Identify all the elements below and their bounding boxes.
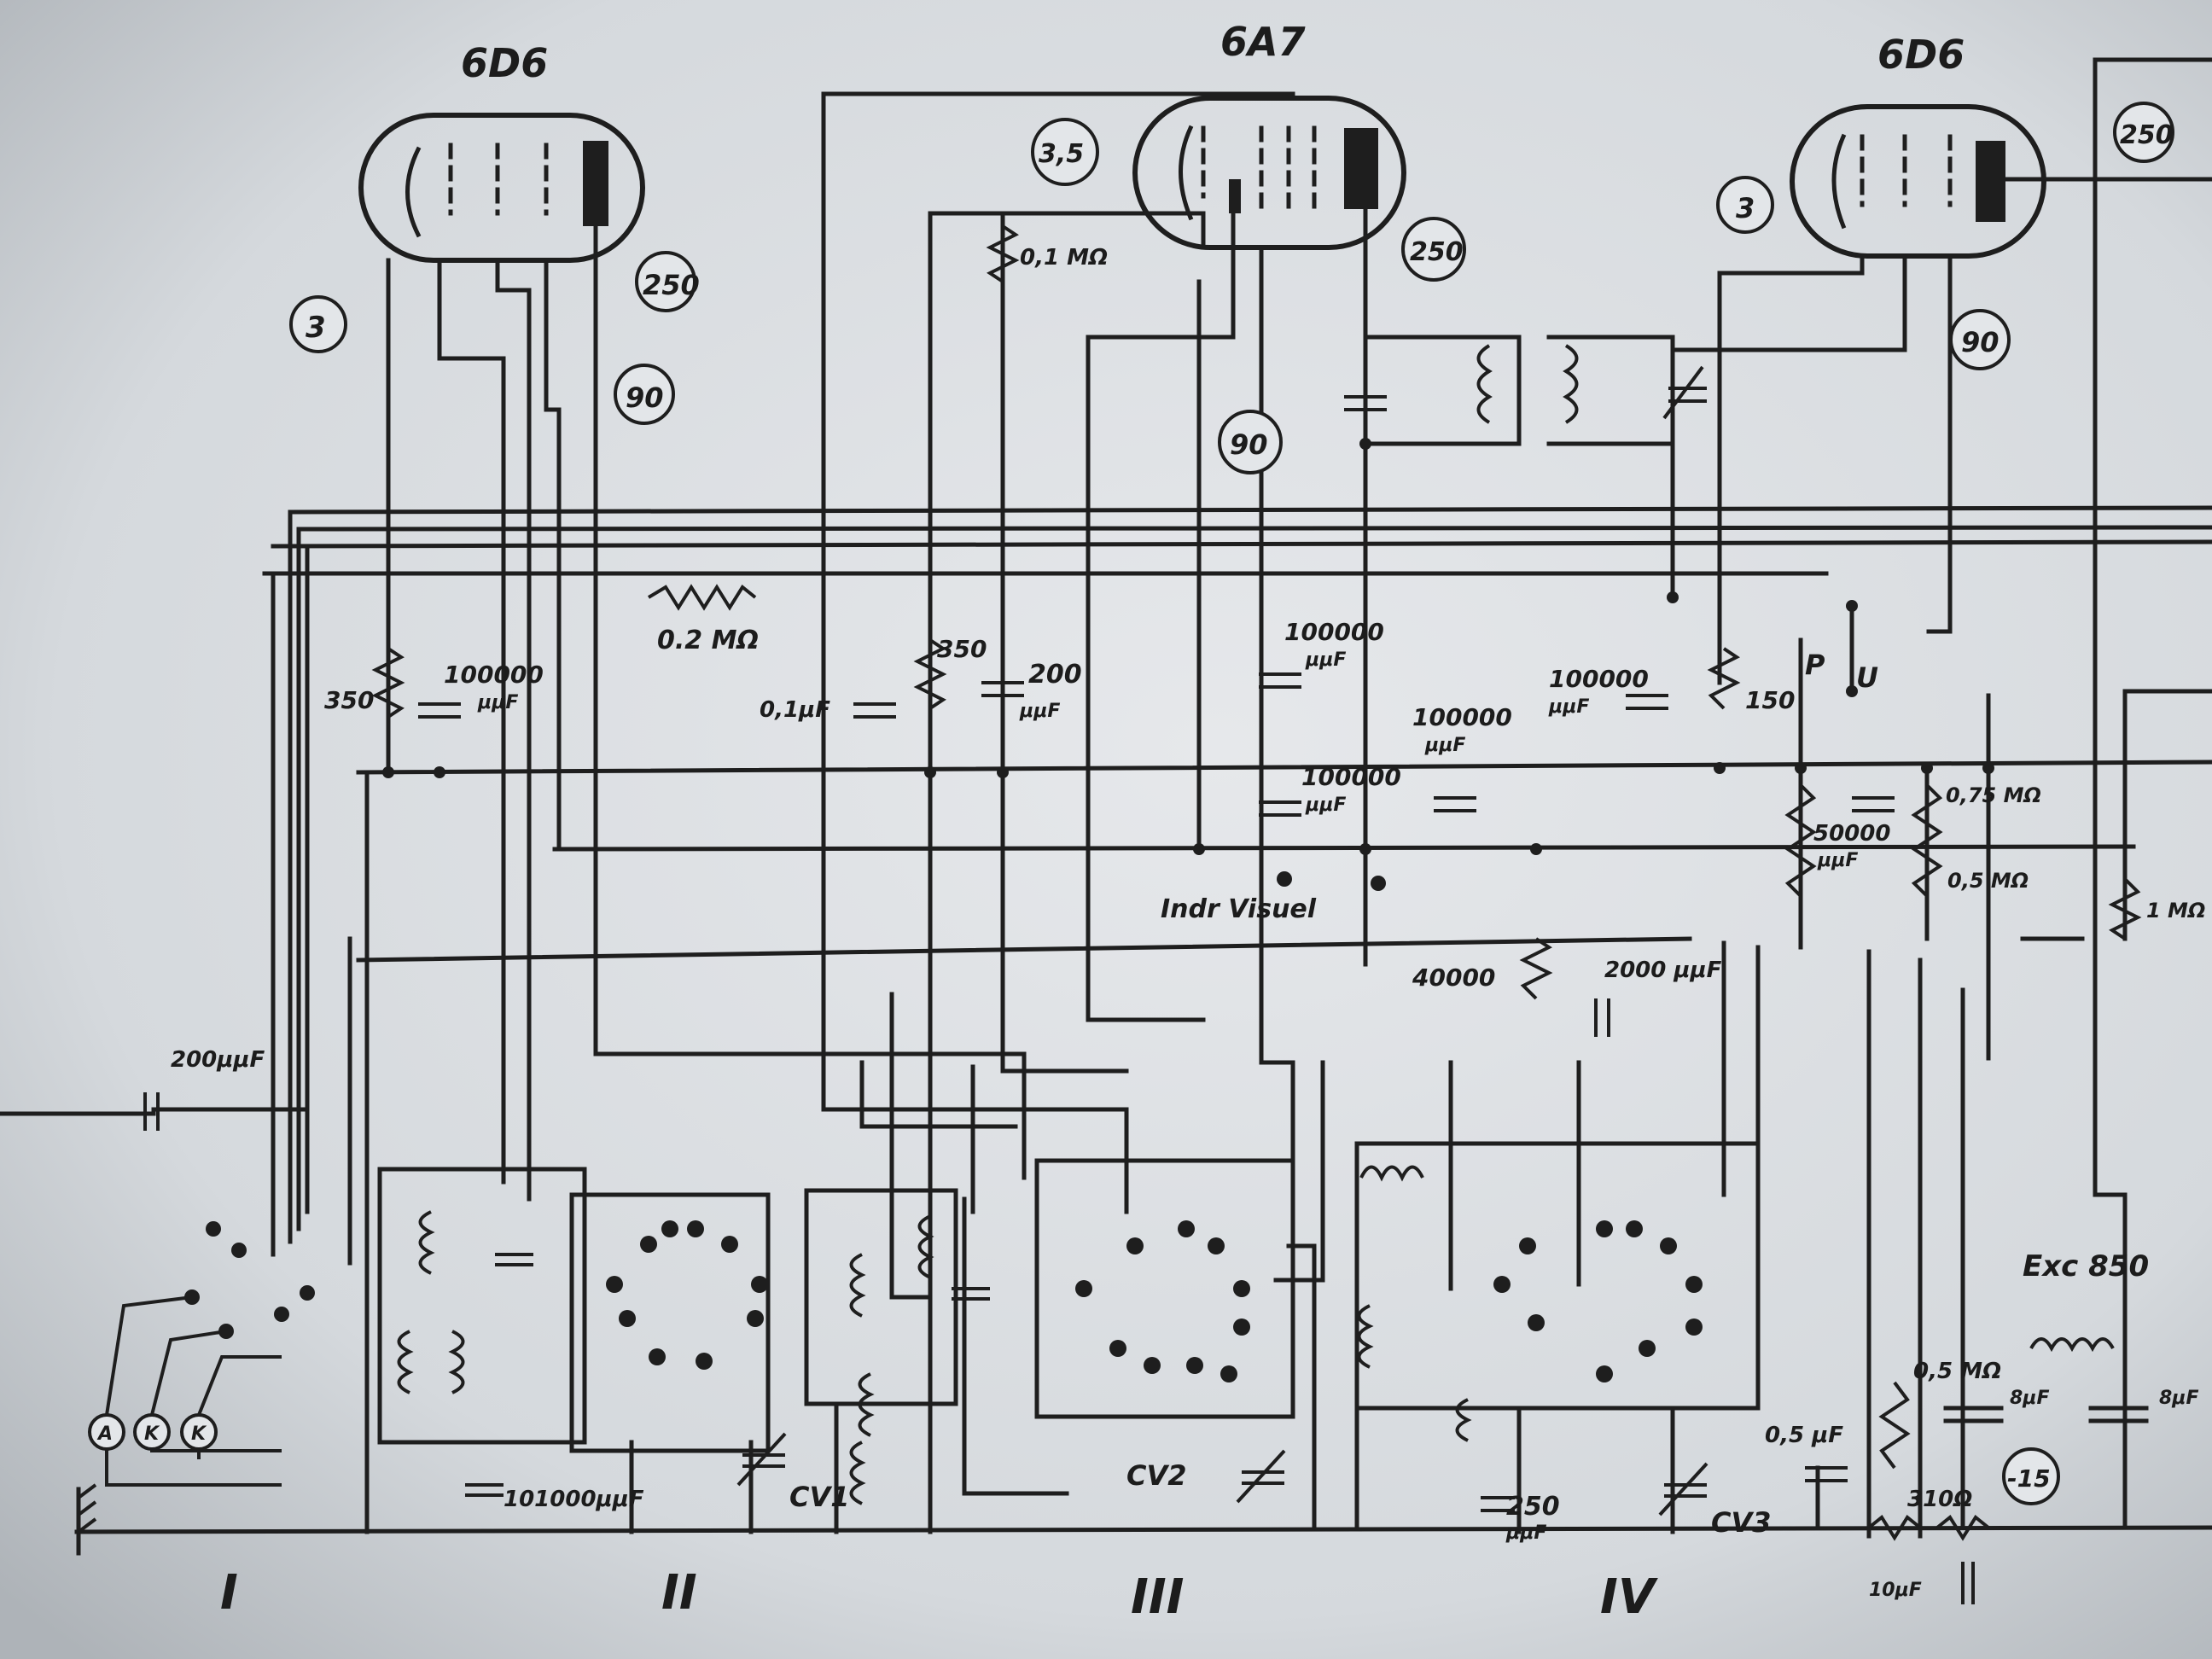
label-c-2000: 2000 μμF	[1604, 958, 1722, 983]
label-r-310: 310Ω	[1907, 1487, 1972, 1512]
label-c-100000-b: 100000	[1284, 618, 1384, 646]
section-ii: II	[661, 1565, 697, 1621]
label-r-40000: 40000	[1412, 963, 1495, 992]
variable-capacitors	[495, 365, 1708, 1516]
voltage-markers	[289, 102, 2174, 1505]
voltage-3-right: 3	[1736, 192, 1755, 224]
label-r-350-b: 350	[937, 635, 987, 663]
label-c-unit-a: μμF	[477, 692, 518, 713]
label-c-100000-a: 100000	[444, 661, 544, 689]
voltage-3-5-center: 3,5	[1039, 139, 1084, 169]
section-numerals: I II III IV	[220, 1565, 1659, 1625]
label-c-unit-d: μμF	[1305, 795, 1346, 816]
label-cv1: CV1	[789, 1481, 850, 1513]
junction-dots	[382, 438, 1994, 891]
label-c-unit-f: μμF	[1548, 696, 1589, 718]
label-r-150: 150	[1745, 686, 1795, 714]
tube-label-6d6-right: 6D6	[1877, 32, 1965, 78]
voltage-minus-15: -15	[2007, 1464, 2051, 1493]
label-c-unit-e: μμF	[1424, 735, 1465, 756]
tube-label-6d6-left: 6D6	[461, 40, 548, 86]
tube-6d6-left	[358, 113, 645, 263]
label-c-50000: 50000	[1813, 821, 1890, 847]
label-r-0-1m: 0,1 MΩ	[1020, 245, 1108, 271]
antenna-terminals	[88, 1295, 282, 1487]
label-c-unit-b: μμF	[1019, 701, 1060, 722]
label-pu-p: P	[1805, 649, 1825, 681]
section-iv: IV	[1600, 1569, 1659, 1625]
band-switches	[184, 1220, 1703, 1382]
voltage-90-left: 90	[626, 381, 664, 414]
tube-label-6a7: 6A7	[1220, 19, 1306, 65]
voltage-90-right: 90	[1961, 326, 2000, 358]
terminal-label-k2: K	[191, 1423, 207, 1445]
label-r-0-5m-a: 0,5 MΩ	[1947, 869, 2029, 893]
label-cv3: CV3	[1711, 1506, 1772, 1539]
voltage-3-left: 3	[306, 311, 326, 345]
label-exc-850: Exc 850	[2023, 1249, 2149, 1284]
capacitors	[143, 395, 2149, 1604]
label-c-unit-h: μμF	[1505, 1522, 1546, 1544]
section-iii: III	[1131, 1569, 1185, 1625]
component-labels: 350 100000 μμF 0.2 MΩ 0,1 MΩ 0,1μF 350 2…	[171, 245, 2205, 1601]
ground-symbol	[76, 1483, 97, 1556]
voltage-90-center: 90	[1230, 428, 1268, 461]
label-c-0-1u: 0,1μF	[760, 697, 830, 723]
wiring	[0, 57, 2212, 1539]
terminal-label-k1: K	[144, 1423, 160, 1445]
label-c-unit-g: μμF	[1817, 850, 1858, 871]
label-c-100000-e: 100000	[1549, 665, 1649, 693]
label-r-0-75m: 0,75 MΩ	[1946, 783, 2041, 807]
label-cv2: CV2	[1126, 1459, 1187, 1492]
label-c-8u-b: 8μF	[2159, 1388, 2199, 1409]
coils	[397, 344, 2115, 1505]
label-c-100000-c: 100000	[1301, 763, 1401, 791]
label-r-0-2m: 0.2 MΩ	[657, 626, 759, 655]
label-c-0-5u: 0,5 μF	[1765, 1423, 1843, 1448]
label-c-200: 200	[1028, 660, 1082, 690]
label-c-8u-a: 8μF	[2010, 1388, 2050, 1409]
label-c-unit-c: μμF	[1305, 649, 1346, 671]
label-c-100000-d: 100000	[1412, 703, 1512, 731]
terminal-label-a: A	[96, 1423, 113, 1445]
label-c-200pf: 200μμF	[171, 1047, 265, 1073]
label-r-350-a: 350	[324, 686, 374, 714]
label-pu-u: U	[1856, 661, 1878, 694]
section-i: I	[220, 1565, 238, 1621]
voltage-250-right: 250	[2120, 120, 2174, 150]
label-ind-visuel: Indr Visuel	[1161, 894, 1317, 924]
voltage-250-center: 250	[1410, 237, 1464, 267]
tube-6a7-center	[1132, 96, 1406, 250]
label-c-10u: 10μF	[1869, 1580, 1922, 1601]
label-c-101000: 101000μμF	[504, 1487, 644, 1512]
resistors	[371, 224, 2142, 1541]
label-c-250: 250	[1506, 1492, 1560, 1522]
label-r-0-5m-b: 0,5 MΩ	[1913, 1359, 2001, 1384]
voltage-250-left: 250	[643, 269, 700, 301]
label-r-1m: 1 MΩ	[2146, 899, 2205, 923]
